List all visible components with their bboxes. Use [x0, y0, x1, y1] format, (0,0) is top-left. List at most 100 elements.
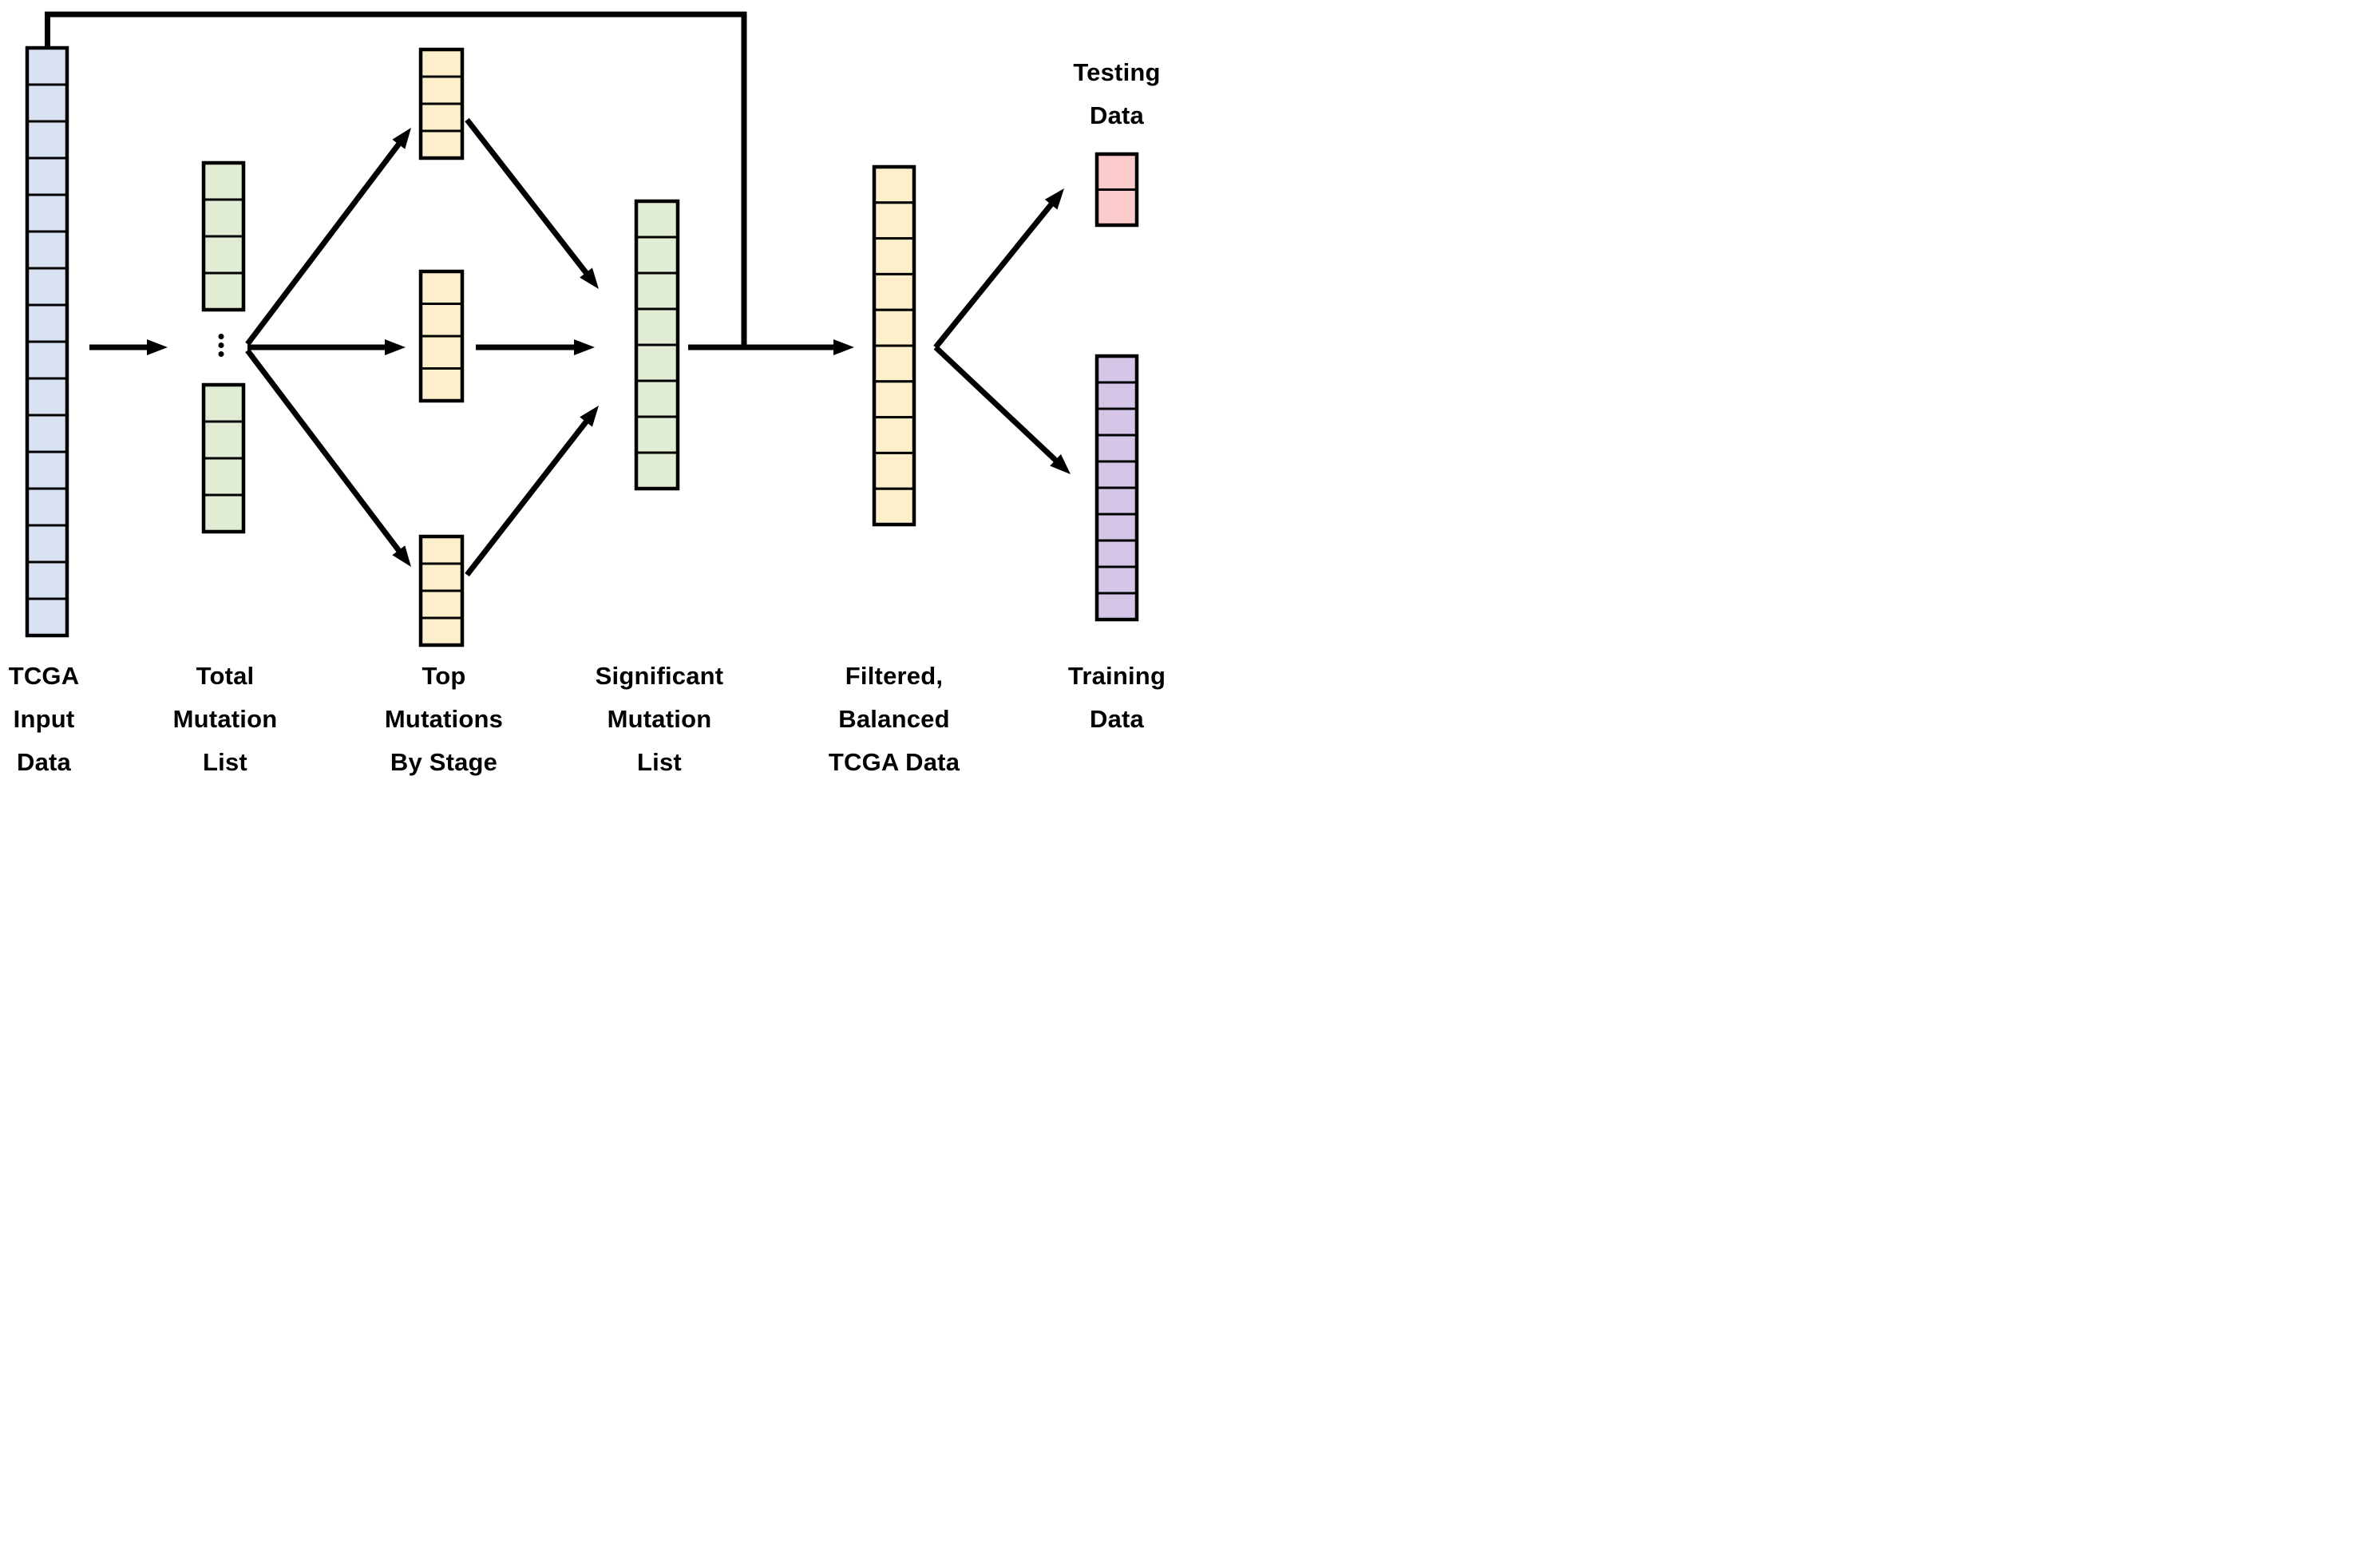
total-mutation-list-upper-block-outline — [201, 160, 246, 312]
tcga-input-data-column-cell — [26, 193, 69, 233]
top-mutations-stage-1-column-outline — [418, 47, 465, 160]
top-mutations-stage-2-column-cell — [419, 303, 464, 338]
significant-mutation-list-column-cell — [635, 271, 679, 311]
filtered-balanced-tcga-column-cell — [873, 344, 916, 383]
feedback-loop-line — [45, 11, 747, 345]
training-data-column-cell — [1095, 513, 1138, 542]
filtered-to-testing-arrow-head — [1044, 188, 1064, 210]
testing-data-label: Testing Data — [1073, 58, 1161, 129]
tcga-input-data-label: TCGA Input Data — [8, 662, 80, 776]
total-mutation-list-lower-block-outline — [201, 382, 246, 534]
stage3-to-significant-arrow-shaft — [465, 415, 592, 577]
top-mutations-stage-1-column-cell — [419, 102, 464, 133]
total-to-stage1-arrow — [245, 128, 411, 346]
ellipsis-dot — [218, 343, 224, 348]
diagram-graphics — [25, 11, 1139, 647]
tcga-input-data-column-cell — [26, 267, 69, 307]
significant-mutation-list-column-cell — [635, 379, 679, 418]
testing-data-column-outline — [1094, 152, 1139, 228]
total-mutation-list-lower-block — [201, 382, 246, 534]
tcga-input-data-column-cell — [26, 560, 69, 600]
total-mutation-list-label: Total Mutation List — [172, 662, 278, 776]
training-data-column-cell — [1095, 407, 1138, 437]
total-to-stage3-arrow-shaft — [245, 348, 405, 557]
top-mutations-stage-1-column-cell — [419, 129, 464, 160]
tcga-input-data-column-cell — [26, 524, 69, 564]
stage3-to-significant-arrow — [465, 406, 599, 577]
top-mutations-stage-3-column-cell — [419, 616, 464, 647]
stage1-to-significant-arrow-head — [580, 267, 599, 289]
tcga-input-data-column-cell — [26, 120, 69, 160]
tcga-input-data-column-cell — [26, 597, 69, 637]
tcga-input-data-column-cell — [26, 303, 69, 343]
total-mutation-list-upper-block-cell — [202, 198, 245, 238]
significant-to-filtered-arrow — [688, 339, 854, 355]
top-mutations-by-stage-label: Top Mutations By Stage — [384, 662, 504, 776]
pipeline-diagram: Testing Data TCGA Input Data Total Mutat… — [0, 0, 1182, 784]
total-mutation-list-lower-block-cell — [202, 420, 245, 460]
total-to-stage2-arrow-head — [385, 339, 406, 355]
filtered-to-training-arrow-shaft — [933, 345, 1063, 467]
ellipsis-dot — [218, 351, 224, 357]
filtered-balanced-tcga-column-cell — [873, 416, 916, 454]
testing-data-column-cell — [1095, 152, 1138, 191]
filtered-to-training-arrow-head — [1050, 453, 1071, 474]
top-mutations-stage-3-column-outline — [418, 534, 465, 647]
tcga-input-data-column-cell — [26, 83, 69, 123]
filtered-balanced-tcga-column-cell — [873, 308, 916, 347]
top-mutations-stage-1-column — [418, 47, 465, 160]
top-mutations-stage-2-column — [418, 269, 465, 403]
filtered-balanced-tcga-column-cell — [873, 201, 916, 240]
tcga-input-data-column — [25, 46, 69, 638]
top-mutations-stage-3-column-cell — [419, 562, 464, 592]
top-mutations-stage-3-column-cell — [419, 589, 464, 620]
training-data-column-cell — [1095, 486, 1138, 516]
tcga-input-data-column-cell — [26, 377, 69, 417]
tcga-input-data-column-cell — [26, 156, 69, 196]
filtered-balanced-tcga-column-cell — [873, 487, 916, 526]
significant-mutation-list-column — [634, 199, 680, 491]
ellipsis-dot — [218, 334, 224, 339]
significant-to-filtered-arrow-head — [833, 339, 854, 355]
training-data-column-cell — [1095, 592, 1138, 621]
significant-mutation-list-column-cell — [635, 307, 679, 346]
tcga-input-data-column-outline — [25, 46, 69, 638]
training-data-column-outline — [1094, 354, 1139, 622]
top-mutations-stage-3-column — [418, 534, 465, 647]
training-data-column-cell — [1095, 381, 1138, 410]
tcga-input-data-column-cell — [26, 487, 69, 527]
filtered-to-training-arrow — [933, 345, 1071, 474]
testing-data-column-cell — [1095, 188, 1138, 227]
significant-mutation-list-column-cell — [635, 415, 679, 454]
total-mutation-list-upper-block — [201, 160, 246, 312]
top-mutations-stage-2-column-cell — [419, 335, 464, 370]
tcga-input-data-column-cell — [26, 340, 69, 380]
top-mutations-stage-2-column-cell — [419, 270, 464, 305]
total-to-stage3-arrow-head — [392, 545, 411, 567]
stage2-to-significant-arrow — [476, 339, 595, 355]
tcga-input-data-column-cell — [26, 414, 69, 453]
filtered-balanced-tcga-column-cell — [873, 380, 916, 419]
training-data-column-cell — [1095, 565, 1138, 595]
tcga-input-data-column-cell — [26, 230, 69, 270]
total-to-stage3-arrow — [245, 348, 411, 567]
top-mutations-stage-3-column-cell — [419, 535, 464, 565]
filtered-to-testing-arrow — [933, 188, 1064, 350]
significant-mutation-list-column-cell — [635, 236, 679, 275]
significant-mutation-list-column-cell — [635, 451, 679, 490]
total-mutation-list-lower-block-cell — [202, 457, 245, 497]
tcga-input-data-column-cell — [26, 46, 69, 86]
stage3-to-significant-arrow-head — [580, 406, 599, 427]
training-data-column-cell — [1095, 539, 1138, 568]
filtered-balanced-tcga-label: Filtered, Balanced TCGA Data — [828, 662, 960, 776]
total-to-stage1-arrow-shaft — [245, 137, 405, 346]
total-mutation-list-lower-block-cell — [202, 493, 245, 533]
stage2-to-significant-arrow-head — [574, 339, 595, 355]
filtered-balanced-tcga-column — [872, 164, 916, 527]
ellipsis-dots — [218, 334, 224, 357]
training-data-column-cell — [1095, 354, 1138, 384]
total-mutation-list-upper-block-cell — [202, 271, 245, 311]
filtered-balanced-tcga-column-cell — [873, 237, 916, 275]
stage1-to-significant-arrow — [465, 117, 599, 289]
stage1-to-significant-arrow-shaft — [465, 117, 592, 279]
